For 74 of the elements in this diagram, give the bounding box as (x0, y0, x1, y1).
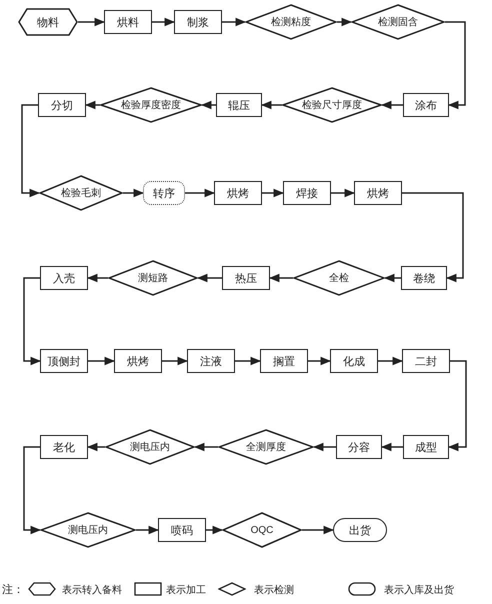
arrow (152, 18, 176, 26)
inspection-diamond: 全测厚度 (218, 429, 314, 465)
arrow (402, 192, 464, 282)
arrow (378, 356, 404, 366)
inspection-diamond: 检验厚度密度 (100, 87, 202, 123)
arrow (260, 100, 282, 110)
note-label: 注： (2, 582, 24, 597)
arrow (380, 100, 403, 110)
arrow (235, 356, 262, 366)
arrow (312, 442, 336, 452)
arrow (337, 18, 352, 26)
process-box: 烘烤 (354, 181, 402, 205)
arrow (196, 274, 222, 282)
process-box: 涂布 (403, 93, 449, 117)
arrow (78, 18, 106, 26)
process-box: 分容 (336, 435, 382, 459)
arrow (23, 446, 42, 534)
arrow (200, 100, 216, 110)
arrow (380, 442, 403, 452)
arrow (448, 360, 467, 452)
arrow (162, 356, 188, 366)
inspection-diamond: OQC (222, 512, 302, 548)
arrow (88, 356, 116, 366)
terminal-box: 出货 (333, 518, 387, 542)
process-box: 入壳 (40, 266, 88, 290)
arrow (331, 188, 356, 198)
process-box: 喷码 (158, 518, 206, 542)
legend-text: 表示入库及出货 (384, 584, 454, 597)
process-box: 焊接 (283, 181, 331, 205)
arrow (262, 188, 284, 198)
arrow (222, 18, 246, 26)
inspection-diamond: 测短路 (108, 260, 198, 296)
process-box: 卷绕 (401, 266, 447, 290)
process-box: 化成 (330, 349, 378, 373)
input-hexagon: 物料 (18, 8, 78, 36)
process-box: 搁置 (260, 349, 308, 373)
legend-text: 表示转入备料 (62, 584, 122, 597)
arrow (445, 21, 466, 110)
process-box: 成型 (403, 435, 449, 459)
process-box: 热压 (222, 266, 270, 290)
arrow (123, 188, 144, 198)
transfer-box: 转序 (143, 181, 185, 205)
process-box: 烘烤 (114, 349, 162, 373)
arrow (206, 526, 224, 534)
inspection-diamond: 测电压内 (105, 429, 195, 465)
arrow (268, 274, 293, 282)
process-box: 烘料 (104, 10, 152, 34)
process-box: 顶侧封 (40, 349, 88, 373)
process-box: 分切 (38, 93, 86, 117)
inspection-diamond: 检验毛刺 (39, 175, 123, 211)
arrow (185, 188, 216, 198)
arrow (136, 526, 160, 534)
arrow (384, 274, 401, 282)
process-box: 老化 (40, 435, 88, 459)
process-box: 制浆 (174, 10, 222, 34)
arrow (23, 277, 42, 366)
process-box: 二封 (402, 349, 450, 373)
inspection-diamond: 检测固含 (351, 4, 445, 40)
inspection-diamond: 测电压内 (40, 512, 136, 548)
arrow (194, 442, 218, 452)
legend-text: 表示检测 (254, 584, 294, 597)
legend-text: 表示加工 (166, 584, 206, 597)
arrow (308, 356, 332, 366)
arrow (86, 274, 108, 282)
arrow (86, 442, 105, 452)
process-box: 烘烤 (214, 181, 262, 205)
arrow (302, 526, 334, 534)
inspection-diamond: 检测粘度 (245, 4, 337, 40)
process-box: 辊压 (216, 93, 262, 117)
process-box: 注液 (187, 349, 235, 373)
arrow (21, 104, 40, 198)
inspection-diamond: 全检 (293, 260, 385, 296)
arrow (84, 100, 100, 110)
inspection-diamond: 检验尺寸厚度 (282, 87, 382, 123)
